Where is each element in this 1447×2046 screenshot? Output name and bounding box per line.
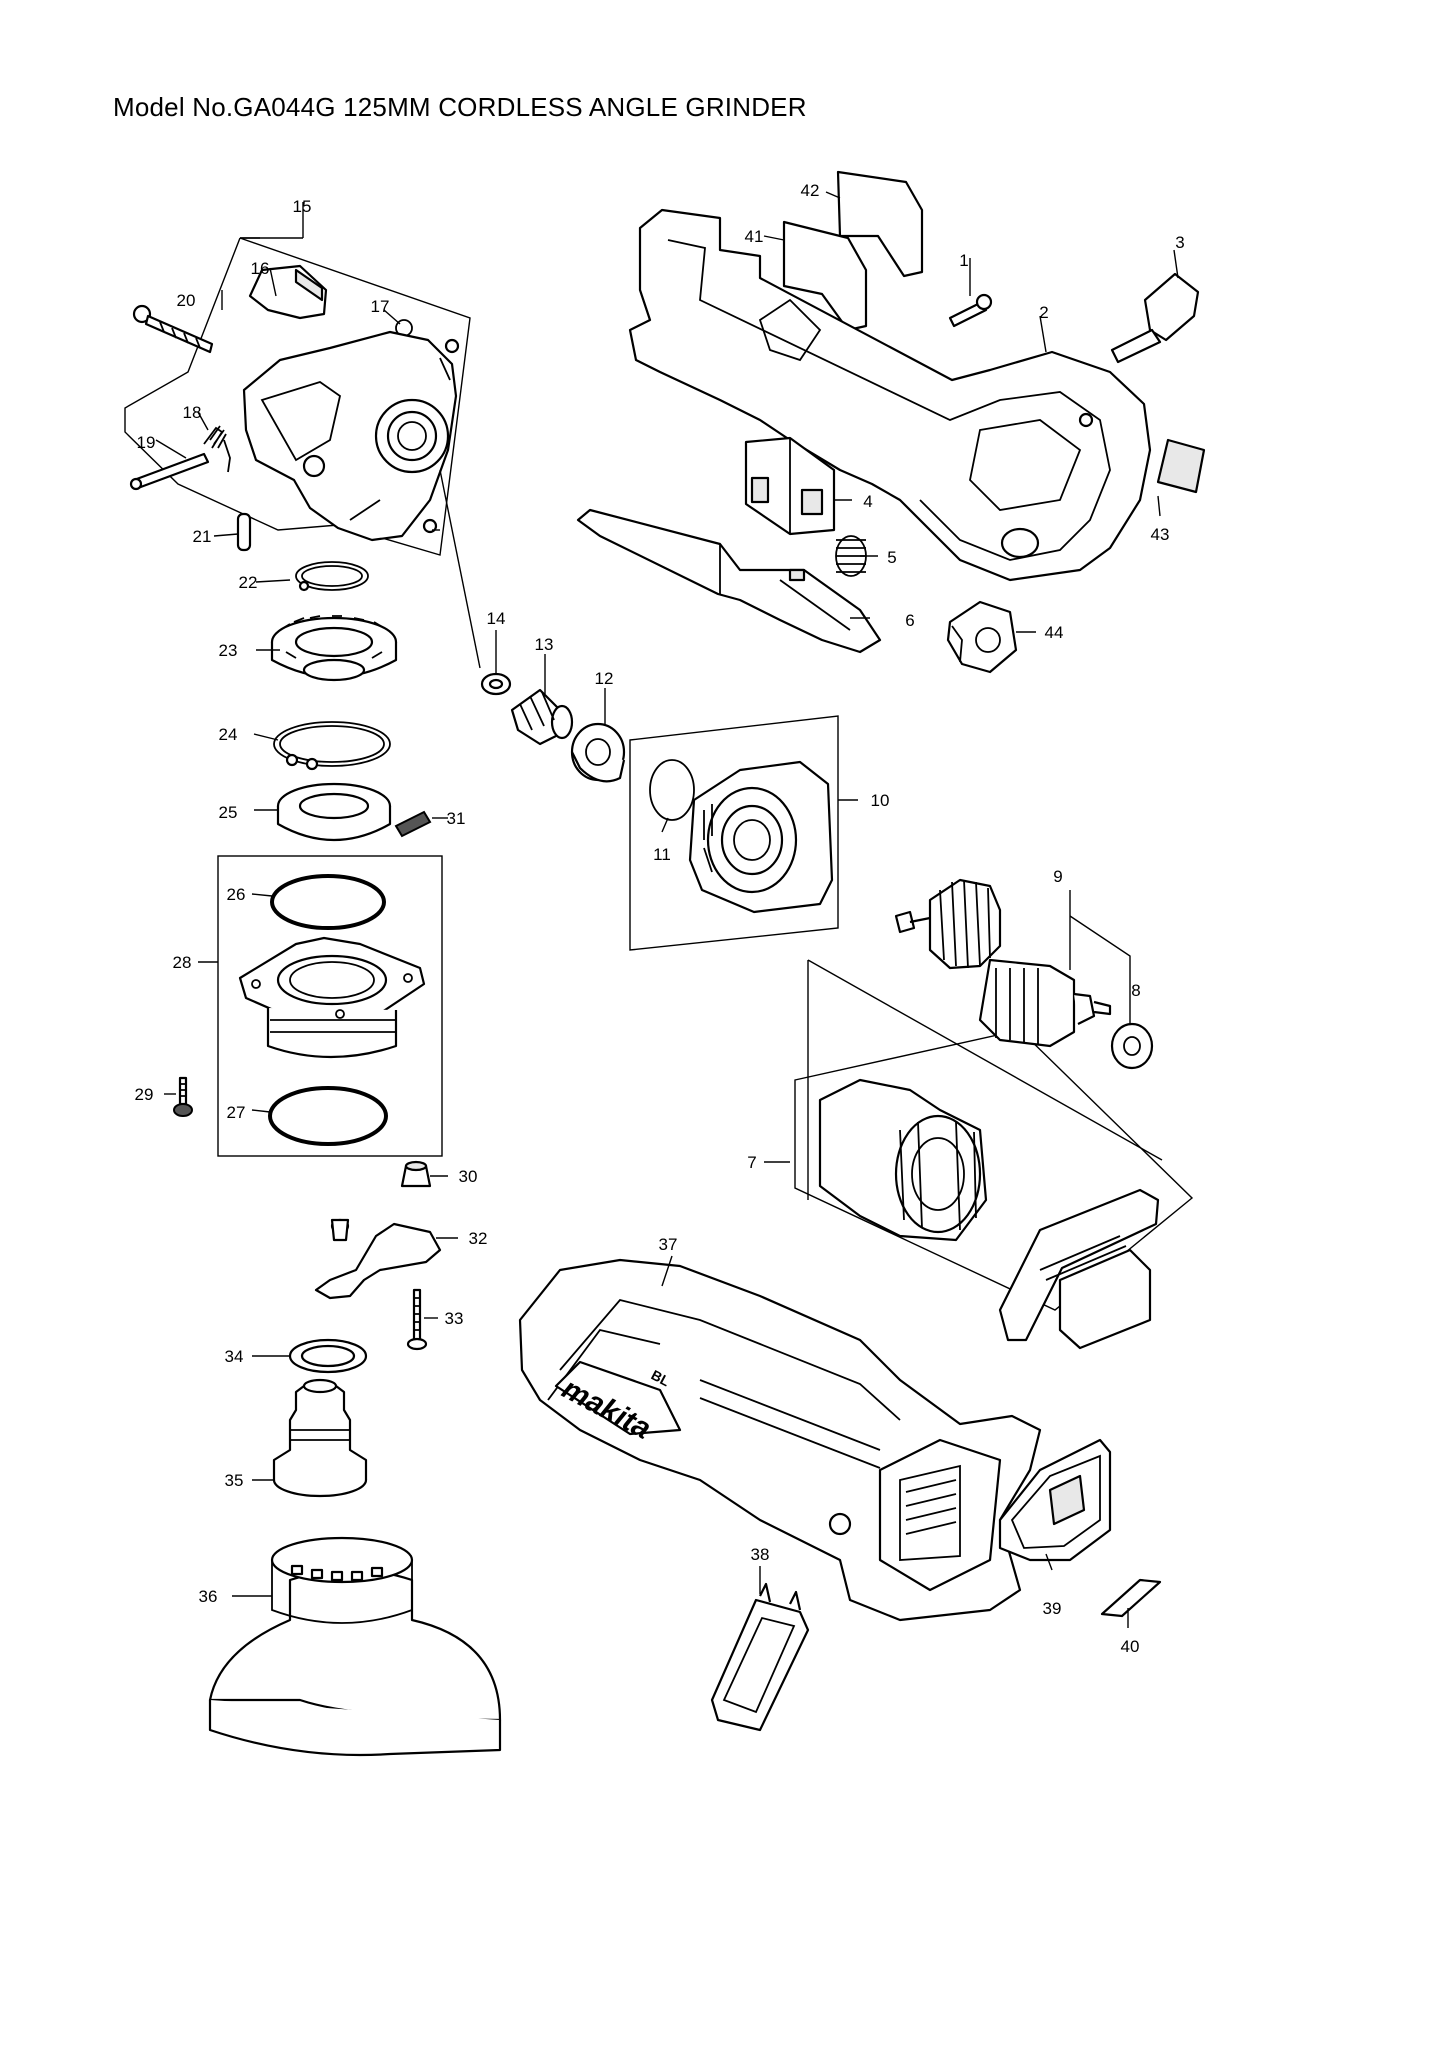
part-label-13: 13 <box>535 635 554 654</box>
part-label-38: 38 <box>751 1545 770 1564</box>
part-label-17: 17 <box>371 297 390 316</box>
part-2-housing <box>628 208 1152 582</box>
part-27-o-ring <box>268 1086 388 1146</box>
part-label-23: 23 <box>219 641 238 660</box>
part-43-label <box>1156 438 1206 494</box>
part-44-knob <box>946 600 1018 674</box>
part-38-pcb-cover <box>710 1582 810 1732</box>
part-label-16: 16 <box>251 259 270 278</box>
part-6-trigger-lever <box>576 508 882 654</box>
part-label-39: 39 <box>1043 1599 1062 1618</box>
part-36-wheel-guard <box>208 1536 502 1757</box>
motor-housing-group <box>629 715 839 951</box>
part-label-31: 31 <box>447 809 466 828</box>
part-39-battery-terminal <box>998 1438 1112 1562</box>
part-32-shaft-lock <box>314 1218 442 1300</box>
part-42-label-plate <box>836 170 924 278</box>
part-label-44: 44 <box>1045 623 1064 642</box>
part-24-retaining-ring <box>273 721 391 771</box>
svg-text:BL: BL <box>649 1367 673 1390</box>
part-33-screw <box>406 1288 428 1351</box>
diagram-title: Model No.GA044G 125MM CORDLESS ANGLE GRI… <box>113 92 807 122</box>
part-label-18: 18 <box>183 403 202 422</box>
part-15-gear-housing <box>242 330 460 542</box>
part-label-6: 6 <box>905 611 914 630</box>
part-37-motor-housing <box>518 1258 1042 1622</box>
part-18-spring <box>203 425 231 473</box>
part-label-8: 8 <box>1131 981 1140 1000</box>
part-35-spindle <box>272 1378 368 1498</box>
part-label-43: 43 <box>1151 525 1170 544</box>
part-label-30: 30 <box>459 1167 478 1186</box>
part-10-motor-housing <box>688 760 834 914</box>
part-label-32: 32 <box>469 1229 488 1248</box>
part-26-o-ring <box>270 874 386 930</box>
part-12-ball-bearing <box>570 722 626 783</box>
part-8-ball-bearing <box>1110 1022 1154 1070</box>
part-19-pin <box>129 452 210 491</box>
part-label-5: 5 <box>887 548 896 567</box>
part-31-spring <box>394 810 432 838</box>
part-label-36: 36 <box>199 1587 218 1606</box>
part-label-35: 35 <box>225 1471 244 1490</box>
part-11-o-ring <box>649 759 695 821</box>
part-label-2: 2 <box>1039 303 1048 322</box>
part-label-40: 40 <box>1121 1637 1140 1656</box>
part-label-7: 7 <box>747 1153 756 1172</box>
part-9-armature <box>894 878 1112 1048</box>
part-41-label-plate <box>782 220 868 332</box>
stator-pcb <box>998 1188 1160 1350</box>
part-28-bearing-box <box>238 936 426 1059</box>
part-label-15: 15 <box>293 197 312 216</box>
part-3-switch-lever <box>1110 272 1200 364</box>
part-label-26: 26 <box>227 885 246 904</box>
armature-group-bracket <box>807 959 1163 1200</box>
part-7-stator <box>818 1078 988 1242</box>
part-30-nut <box>400 1160 432 1188</box>
part-34-washer <box>288 1338 368 1374</box>
part-label-3: 3 <box>1175 233 1184 252</box>
part-1-screw <box>948 293 993 328</box>
part-label-34: 34 <box>225 1347 244 1366</box>
part-label-4: 4 <box>863 492 872 511</box>
part-label-20: 20 <box>177 291 196 310</box>
part-23-spiral-bevel-gear <box>270 615 398 682</box>
part-label-1: 1 <box>959 251 968 270</box>
part-20-screw <box>132 304 214 354</box>
part-16-lock-lever <box>248 264 328 320</box>
part-label-25: 25 <box>219 803 238 822</box>
part-label-41: 41 <box>745 227 764 246</box>
part-label-37: 37 <box>659 1235 678 1254</box>
part-label-29: 29 <box>135 1085 154 1104</box>
bearing-box-group <box>217 855 443 1157</box>
part-label-19: 19 <box>137 433 156 452</box>
part-21-pin <box>236 512 252 552</box>
part-label-24: 24 <box>219 725 238 744</box>
part-25-ball-bearing <box>276 782 392 842</box>
part-label-21: 21 <box>193 527 212 546</box>
gear-housing-group-box <box>124 202 471 556</box>
part-13-spiral-bevel-gear <box>510 688 574 746</box>
part-label-42: 42 <box>801 181 820 200</box>
part-22-retaining-ring <box>295 561 369 592</box>
part-label-33: 33 <box>445 1309 464 1328</box>
part-label-14: 14 <box>487 609 506 628</box>
part-14-nut <box>480 672 512 696</box>
part-label-28: 28 <box>173 953 192 972</box>
part-40-label <box>1100 1578 1162 1618</box>
part-4-switch-unit <box>744 436 836 536</box>
part-label-27: 27 <box>227 1103 246 1122</box>
part-label-12: 12 <box>595 669 614 688</box>
part-label-9: 9 <box>1053 867 1062 886</box>
part-label-11: 11 <box>653 845 671 864</box>
part-number-labels: 1 2 3 4 5 6 7 8 9 10 11 12 13 14 15 16 1… <box>135 181 1185 1656</box>
part-label-10: 10 <box>871 791 890 810</box>
part-label-22: 22 <box>239 573 258 592</box>
part-29-screw <box>173 1076 193 1117</box>
leader-lines <box>155 191 1179 1628</box>
